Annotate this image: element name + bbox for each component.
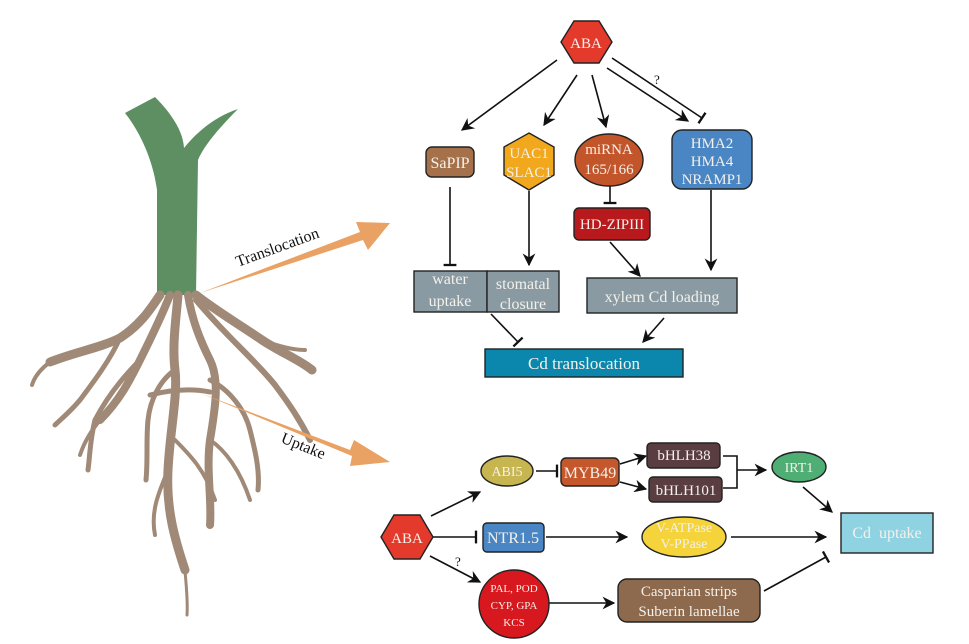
suberin-label: Suberin lamellae: [638, 604, 740, 620]
node-bhlh38: bHLH38: [646, 442, 721, 469]
node-abi5: ABI5: [480, 455, 534, 487]
cyp-label: CYP, GPA: [491, 600, 538, 612]
node-ntr1-5: NTR1.5: [482, 522, 545, 553]
edge-aba-abi5: [430, 491, 482, 517]
irt1-label: IRT1: [785, 461, 814, 476]
node-irt1: IRT1: [771, 451, 827, 483]
node-hma-nramp: HMA2 HMA4 NRAMP1: [671, 129, 753, 190]
edge-xylem-translocation: [642, 317, 665, 343]
edge-aba-sapip: [460, 59, 558, 131]
node-pal-pod: PAL, POD CYP, GPA KCS: [478, 569, 550, 639]
edge-aba-pal: [429, 555, 482, 583]
uptake-pathway: ? ABA ABI5 MYB49 bHLH38 bHLH101: [380, 442, 934, 639]
slac1-label: SLAC1: [506, 165, 552, 181]
closure-label: closure: [500, 296, 546, 313]
translocation-arrow: [200, 222, 390, 293]
edge-irt1-cduptake: [802, 486, 833, 513]
node-mirna: miRNA 165/166: [574, 133, 644, 187]
water-label: water: [432, 271, 468, 288]
node-aba-translocation: ABA: [560, 20, 613, 64]
node-sapip: SaPIP: [425, 146, 475, 178]
question-mark-hma: ?: [654, 72, 660, 87]
bhlh38-label: bHLH38: [657, 448, 710, 464]
sapip-label: SaPIP: [430, 155, 469, 172]
ntr-label: NTR1.5: [487, 530, 539, 547]
hma4-label: HMA4: [691, 154, 734, 170]
cd-translocation-label: Cd translocation: [528, 354, 640, 373]
uac1-label: UAC1: [509, 146, 548, 162]
edge-casparian-cduptake: [763, 550, 831, 592]
edge-myb49-bhlh38: [619, 453, 648, 466]
pal-label: PAL, POD: [490, 583, 537, 595]
node-casparian: Casparian strips Suberin lamellae: [617, 578, 761, 623]
node-aba-uptake: ABA: [380, 514, 434, 560]
stomatal-label: stomatal: [496, 276, 551, 293]
edge-aba-hma-inhibit: [611, 57, 707, 124]
node-cd-uptake: Cd uptake: [840, 512, 934, 554]
edge-aba-mirna: [591, 74, 610, 129]
edge-aba-uac1: [543, 74, 578, 127]
nramp1-label: NRAMP1: [682, 172, 743, 188]
edge-bhlh-bracket: [723, 455, 766, 489]
casparian-label: Casparian strips: [641, 584, 737, 600]
plant-roots: [30, 290, 317, 617]
bhlh101-label: bHLH101: [656, 483, 717, 499]
edge-hdzip-xylem: [609, 241, 641, 277]
node-myb49: MYB49: [560, 457, 620, 487]
hdzip-label: HD-ZIPIII: [580, 217, 644, 233]
aba-hexagon-top: [560, 20, 613, 64]
plant-shoot: [125, 97, 238, 295]
vatpase-label: V-ATPase: [656, 521, 712, 536]
node-v-atpase: V-ATPase V-PPase: [641, 516, 727, 558]
vppase-label: V-PPase: [661, 537, 708, 552]
node-hd-zipiii: HD-ZIPIII: [573, 207, 651, 241]
node-bhlh101: bHLH101: [648, 476, 723, 503]
node-cd-translocation: Cd translocation: [484, 348, 684, 378]
cd-uptake-label: Cd uptake: [852, 525, 921, 542]
mirna-label-line2: 165/166: [584, 162, 634, 178]
uptake-arrow: [200, 393, 390, 466]
hma2-label: HMA2: [691, 136, 734, 152]
mirna-label-line1: miRNA: [585, 142, 633, 158]
plant-illustration: Translocation Uptake: [30, 97, 390, 617]
xylem-label: xylem Cd loading: [605, 289, 720, 306]
myb49-label: MYB49: [564, 465, 616, 482]
uptake-label-box: uptake: [429, 293, 472, 310]
node-xylem-cd-loading: xylem Cd loading: [586, 277, 738, 314]
translocation-pathway: ? ABA SaPIP UAC1 SLAC1 miRNA 165/166: [413, 20, 753, 378]
abi5-label: ABI5: [491, 465, 522, 480]
question-mark-pal: ?: [455, 554, 461, 569]
edge-water-translocation: [490, 313, 524, 348]
node-water-uptake: water uptake: [413, 270, 488, 313]
kcs-label: KCS: [503, 617, 524, 629]
aba-label: ABA: [570, 36, 602, 52]
edge-myb49-bhlh101: [619, 479, 648, 493]
edge-aba-hma-activate: [606, 67, 690, 122]
node-stomatal-closure: stomatal closure: [486, 270, 560, 313]
node-uac1-slac1: UAC1 SLAC1: [503, 132, 555, 191]
aba-uptake-label: ABA: [391, 531, 423, 547]
